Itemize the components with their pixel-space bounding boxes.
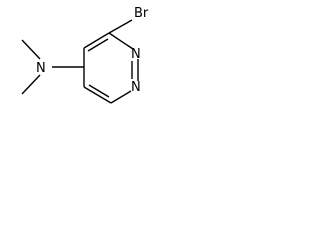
bond-c6-br (108, 19, 133, 34)
ring-nitrogen-2-label: N (131, 80, 141, 95)
chemical-structure-diagram: Br N N N (21, 6, 149, 104)
bond-c6-n1 (108, 32, 134, 50)
bromine-label: Br (134, 6, 149, 21)
structure-canvas: Br N N N (0, 0, 156, 120)
bond-c5-c6 (83, 32, 110, 49)
bond-c5-c6-double-inner (87, 38, 109, 52)
ring-nitrogen-1-label: N (131, 47, 141, 62)
bond-c3-c4-double-inner (88, 84, 110, 98)
bond-n-methyl-upper (21, 39, 41, 60)
bond-c3-c4 (83, 86, 112, 104)
amine-nitrogen-label: N (36, 61, 46, 76)
bond-n2-c3 (110, 90, 132, 104)
bond-n-methyl-lower (21, 74, 41, 95)
